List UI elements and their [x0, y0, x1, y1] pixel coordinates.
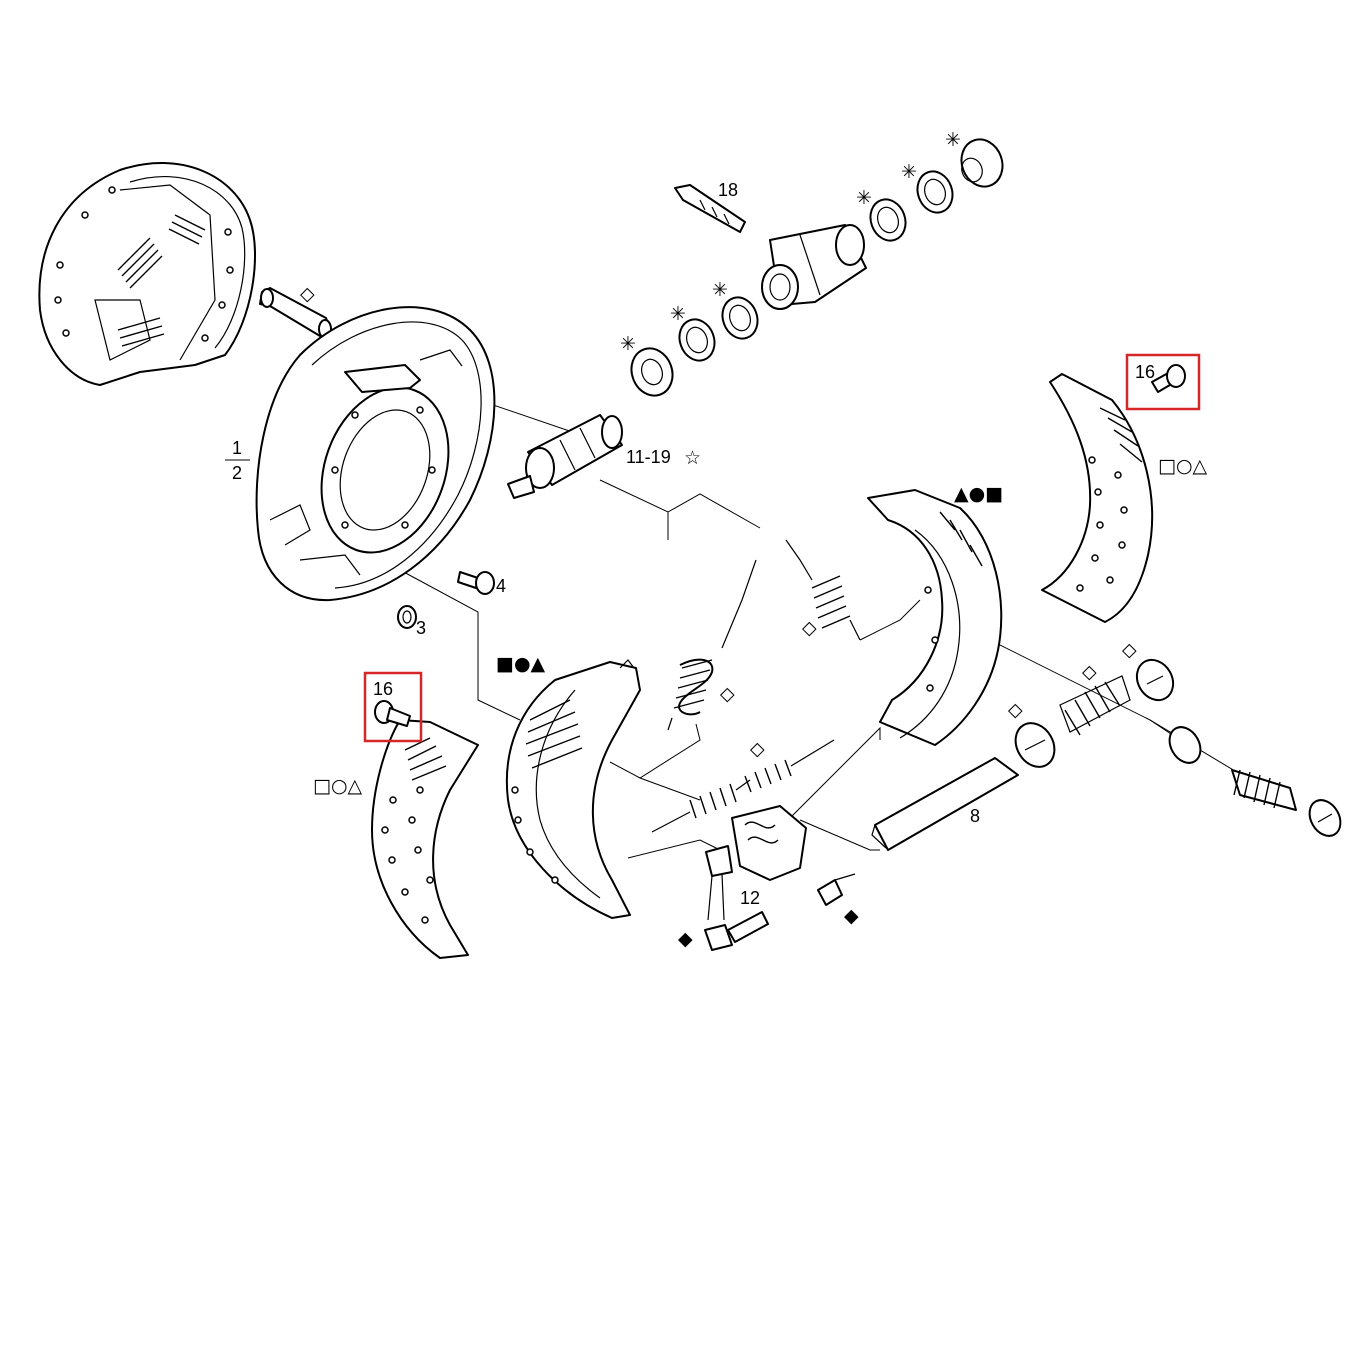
bolt-16-bottom — [374, 700, 411, 727]
star-outline-icon: ☆ — [684, 447, 701, 469]
outline-symbol-group: □○△ — [313, 775, 363, 797]
solid-symbol-group: ▲●■ — [954, 483, 1003, 505]
brake-lining-left — [371, 719, 479, 959]
brake-shoe-right — [867, 489, 1003, 746]
return-spring-right — [785, 539, 861, 641]
solid-symbol-group: ■●▲ — [496, 653, 546, 675]
adjuster-spring — [651, 739, 835, 833]
label-part-18: 18 — [718, 180, 738, 200]
label-part-16-top: 16 — [1135, 362, 1155, 382]
asterisk-icon: ✳ — [620, 333, 636, 355]
asterisk-icon: ✳ — [856, 187, 872, 209]
label-part-4: 4 — [496, 576, 506, 596]
diamond-solid-icon: ◆ — [678, 928, 693, 950]
brake-shoe-left — [505, 659, 641, 919]
seal-set — [630, 138, 1004, 397]
outline-symbol-group: □○△ — [1158, 455, 1208, 477]
bolt-4 — [457, 571, 495, 595]
bolt-16-top — [1151, 364, 1186, 393]
label-part-11-19: 11-19 — [626, 447, 671, 467]
diamond-outline-icon: ◇ — [300, 283, 315, 305]
label-part-1: 1 — [232, 438, 242, 458]
asterisk-icon: ✳ — [712, 279, 728, 301]
label-part-8: 8 — [970, 806, 980, 826]
brake-lining-right — [1041, 373, 1154, 623]
asterisk-icon: ✳ — [670, 303, 686, 325]
label-part-3: 3 — [416, 618, 426, 638]
highlight-box-top — [1125, 353, 1201, 411]
diamond-outline-icon: ◇ — [750, 738, 765, 760]
adjuster-mechanism-12 — [704, 805, 856, 951]
bleeder-screw — [674, 184, 746, 233]
diamond-outline-icon: ◇ — [802, 617, 817, 639]
asterisk-icon: ✳ — [901, 161, 917, 183]
adjuster-strut-8 — [871, 757, 1019, 851]
diamond-outline-icon: ◇ — [720, 683, 735, 705]
asterisk-icon: ✳ — [945, 129, 961, 151]
clip-3 — [397, 605, 417, 629]
backing-plate — [255, 306, 496, 602]
adjuster-parts-right — [1014, 658, 1342, 837]
diamond-outline-icon: ◇ — [1082, 661, 1097, 683]
assembled-brake — [38, 162, 256, 386]
wheel-cylinder-small — [507, 414, 623, 499]
label-part-2: 2 — [232, 463, 242, 483]
wheel-cylinder-exploded — [761, 224, 867, 310]
anchor-pin — [259, 287, 332, 339]
highlight-box-bottom — [363, 671, 423, 743]
diamond-outline-icon: ◇ — [1008, 699, 1023, 721]
diamond-outline-icon: ◇ — [1122, 639, 1137, 661]
return-spring-left — [667, 559, 757, 731]
label-part-16-bottom: 16 — [373, 679, 393, 699]
diamond-solid-icon: ◆ — [844, 905, 859, 927]
label-part-12: 12 — [740, 888, 760, 908]
